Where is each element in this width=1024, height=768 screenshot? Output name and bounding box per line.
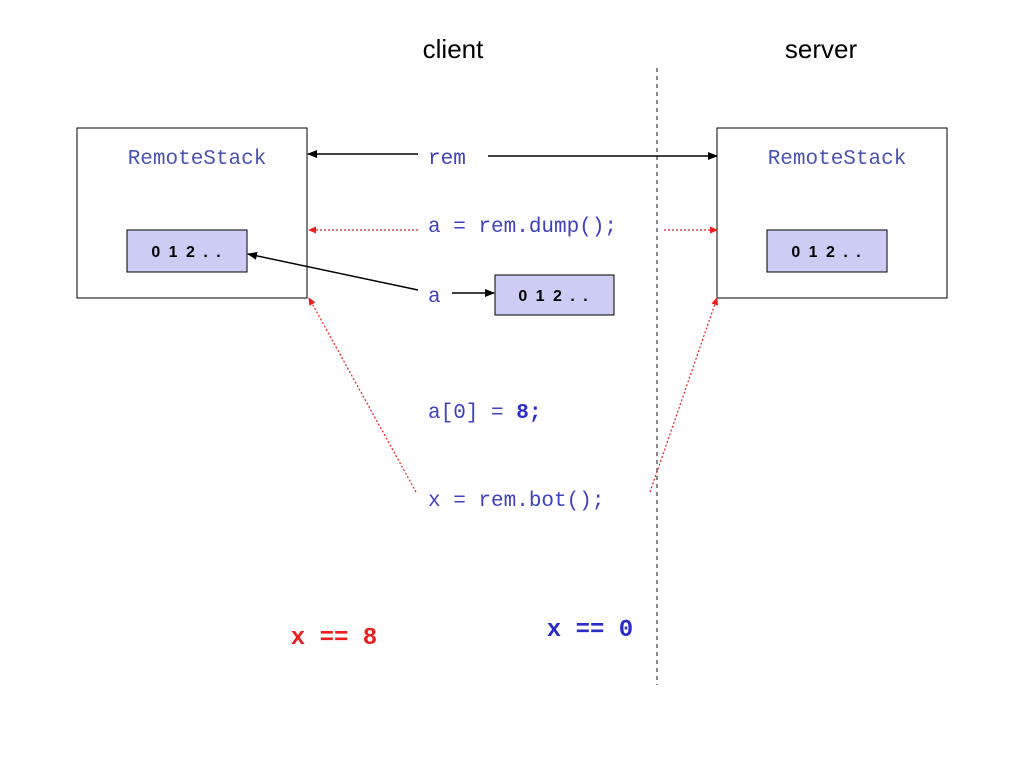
server-result: x == 0 xyxy=(547,617,633,644)
client-remotestack-array: 0 1 2 . . xyxy=(126,229,248,273)
server-remotestack-array: 0 1 2 . . xyxy=(766,229,888,273)
server-remotestack-array-label: 0 1 2 . . xyxy=(791,244,862,261)
client-remotestack-box: RemoteStack 0 1 2 . . xyxy=(76,127,308,299)
client-result: x == 8 xyxy=(291,625,377,652)
client-heading: client xyxy=(423,34,484,64)
bot-to-client-stack-arrow xyxy=(308,297,417,493)
local-array-name: a xyxy=(428,286,441,309)
client-remotestack-title: RemoteStack xyxy=(128,148,267,171)
server-remotestack-box: RemoteStack 0 1 2 . . xyxy=(716,127,948,299)
client-local-array: 0 1 2 . . xyxy=(494,274,615,316)
assign-statement-prefix: a[0] = xyxy=(428,402,516,425)
bot-to-server-stack-arrow xyxy=(649,297,719,493)
dump-statement: a = rem.dump(); xyxy=(428,216,617,239)
server-heading: server xyxy=(785,34,858,64)
a-to-client-array-arrow xyxy=(247,251,419,291)
client-local-array-label: 0 1 2 . . xyxy=(518,288,589,305)
bot-statement: x = rem.bot(); xyxy=(428,490,604,513)
assign-statement-value: 8; xyxy=(516,402,541,425)
rem-statement: rem xyxy=(428,148,466,171)
assign-statement: a[0] = 8; xyxy=(428,402,541,425)
client-remotestack-array-label: 0 1 2 . . xyxy=(151,244,222,261)
server-remotestack-title: RemoteStack xyxy=(768,148,907,171)
